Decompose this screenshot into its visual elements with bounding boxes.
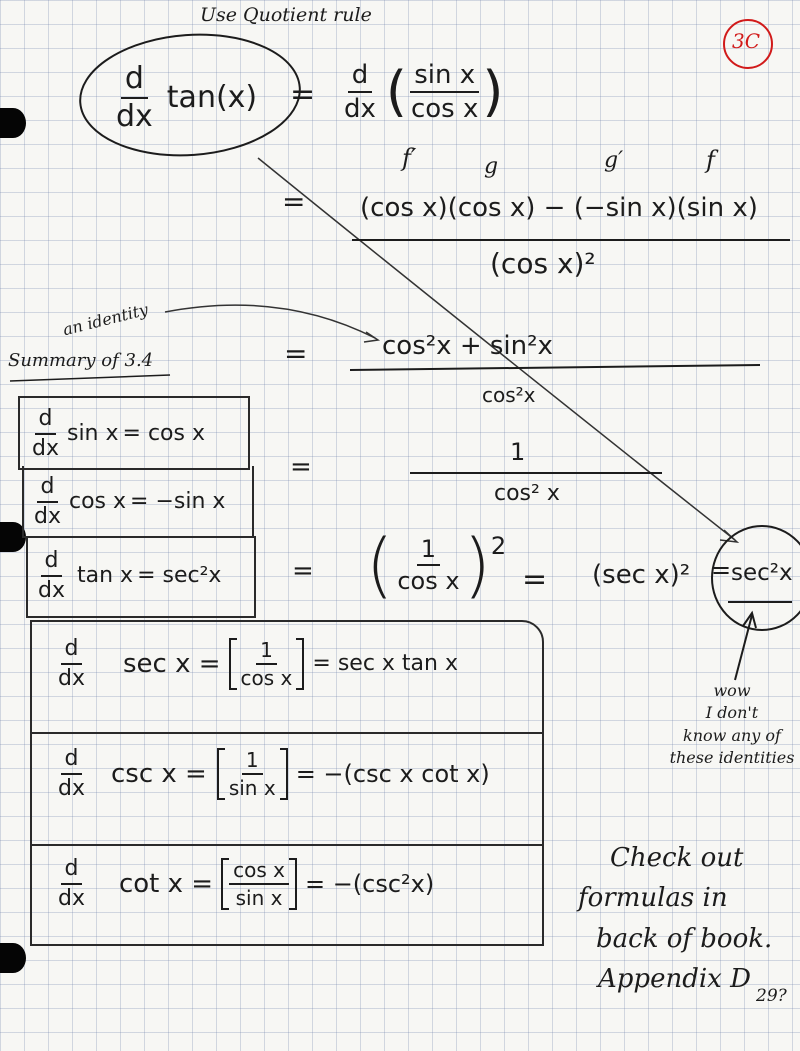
summary-label: Summary of 3.4	[8, 350, 154, 371]
line5-equals: =	[292, 556, 314, 586]
line2-numerator: (cos x)(cos x) − (−sin x)(sin x)	[360, 193, 758, 223]
label-gprime: g′	[604, 148, 624, 173]
binder-hole-bottom	[0, 943, 26, 973]
line5-second-equals: =	[711, 556, 732, 584]
line5-middle-equals: =	[522, 562, 548, 597]
label-fprime: f′	[402, 144, 417, 172]
line3-numerator: cos²x + sin²x	[382, 331, 553, 361]
line2-equals: =	[282, 185, 306, 218]
line5-sec-squared: (sec x)²	[592, 560, 691, 590]
tan-x-text: tan(x)	[166, 80, 258, 115]
check-out-note: Check out formulas in back of book. Appe…	[578, 843, 773, 994]
page-number: 29?	[756, 986, 787, 1006]
line4-denominator: cos² x	[494, 481, 560, 506]
line4-equals: =	[290, 452, 312, 482]
page-mark: 3C	[732, 29, 761, 53]
label-f: f	[706, 146, 715, 174]
label-g: g	[484, 154, 499, 179]
line2-denominator: (cos x)²	[490, 247, 596, 280]
binder-hole-middle	[0, 522, 26, 552]
line3-denominator: cos²x	[482, 383, 536, 407]
line1-equals: =	[290, 77, 316, 112]
header-note: Use Quotient rule	[200, 4, 372, 26]
line4-numerator: 1	[510, 438, 526, 466]
binder-hole-top	[0, 108, 26, 138]
wow-note: wow I don't know any of these identities	[669, 681, 795, 768]
line3-equals: =	[284, 337, 308, 370]
final-result-sec2x: sec²x	[731, 560, 793, 586]
